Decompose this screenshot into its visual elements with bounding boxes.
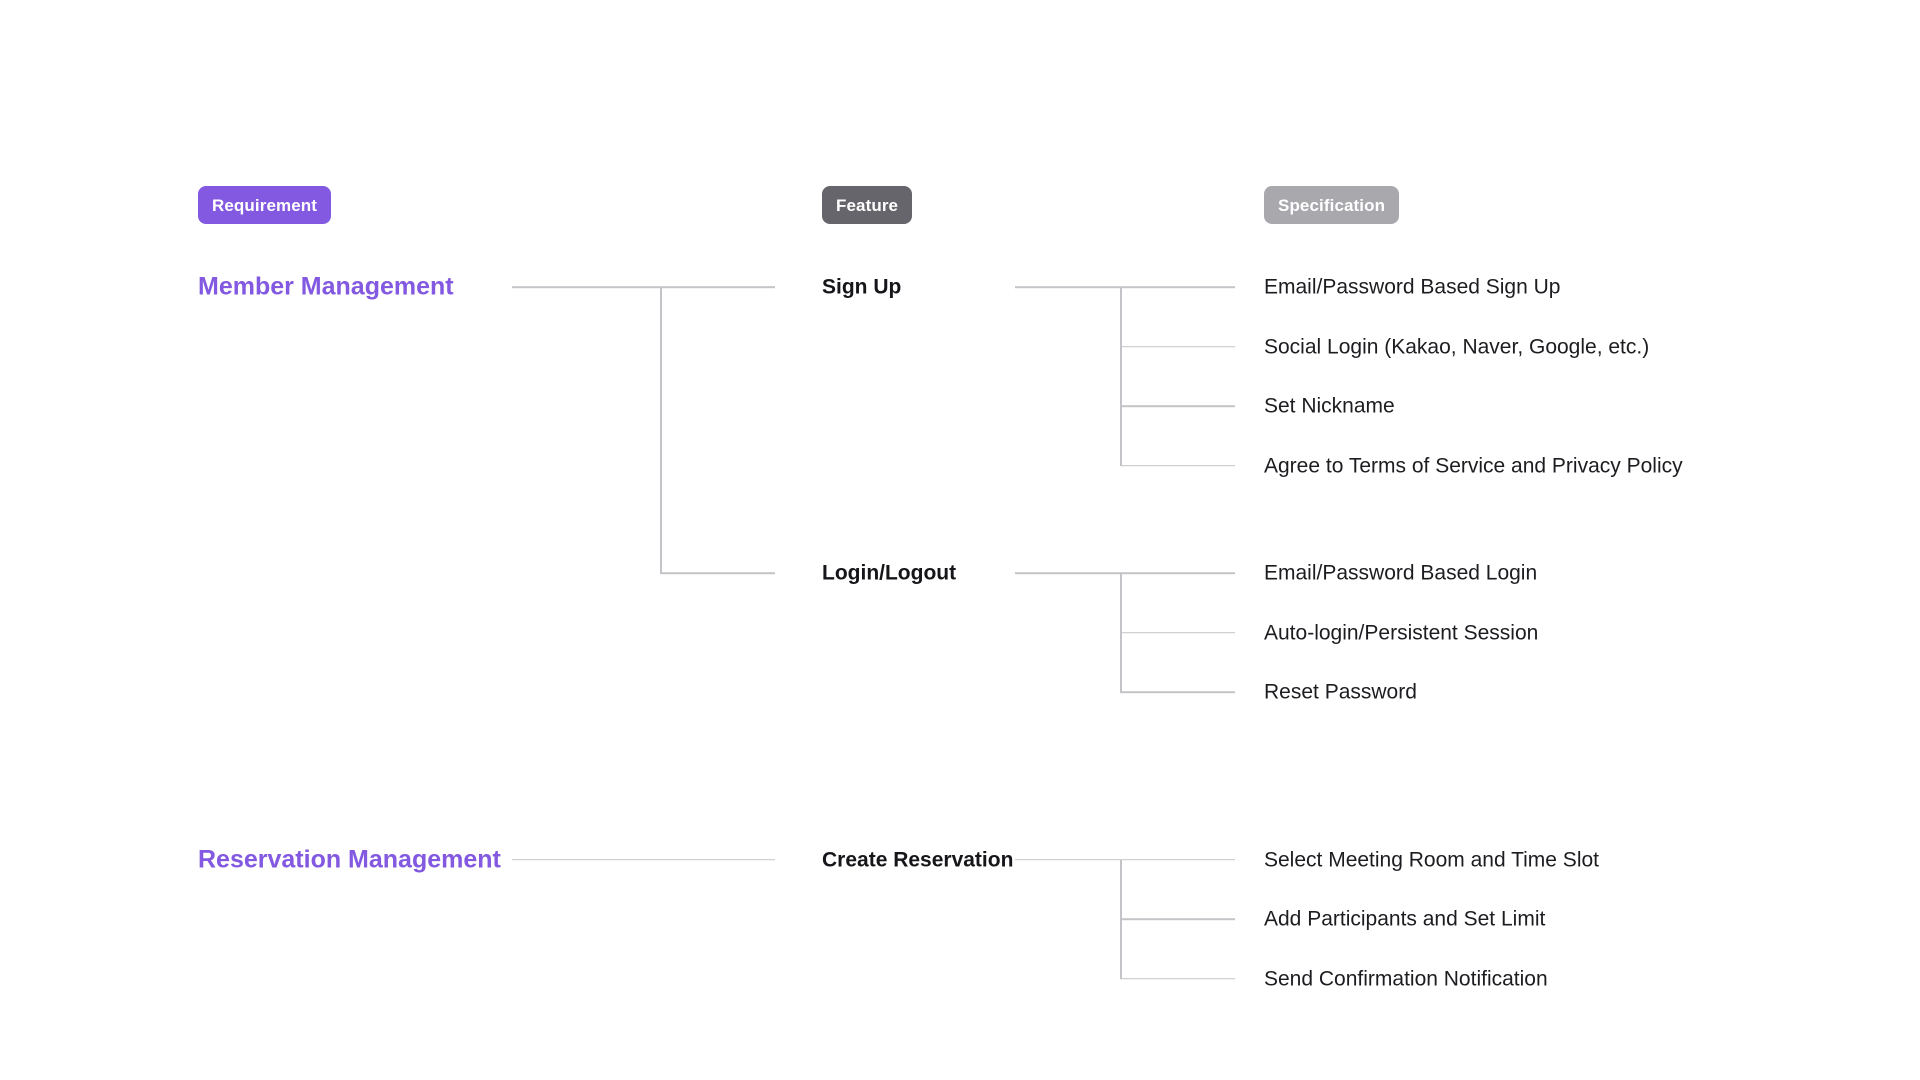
feature-node[interactable]: Create Reservation <box>822 848 1014 871</box>
connector-feature-to-specification <box>1120 977 1235 980</box>
connector-requirement-to-feature <box>660 572 775 574</box>
specification-node[interactable]: Email/Password Based Login <box>1264 561 1538 585</box>
feature-node[interactable]: Login/Logout <box>822 561 957 585</box>
connector-feature-to-specification <box>1120 464 1235 467</box>
requirement-node[interactable]: Member Management <box>198 272 454 301</box>
connector-feature-to-specification <box>1120 858 1235 861</box>
specification-node[interactable]: Auto-login/Persistent Session <box>1264 621 1539 644</box>
connector-feature-trunk <box>1120 287 1122 466</box>
specification-node[interactable]: Set Nickname <box>1264 394 1395 418</box>
connector-feature-to-specification <box>1120 631 1235 634</box>
connector-feature-trunk <box>1120 859 1122 979</box>
connector-feature-stub <box>1015 572 1120 574</box>
specification-node[interactable]: Reset Password <box>1264 680 1417 704</box>
specification-node[interactable]: Select Meeting Room and Time Slot <box>1264 848 1599 871</box>
connector-feature-to-specification <box>1120 572 1235 574</box>
connector-feature-to-specification <box>1120 405 1235 407</box>
specification-node[interactable]: Add Participants and Set Limit <box>1264 907 1546 931</box>
connector-feature-stub <box>1015 286 1120 288</box>
connector-requirement-stub <box>512 286 660 288</box>
connector-feature-to-specification <box>1120 286 1235 288</box>
column-header-feature: Feature <box>822 186 913 224</box>
connector-requirement-to-feature <box>512 858 775 861</box>
specification-node[interactable]: Agree to Terms of Service and Privacy Po… <box>1264 454 1683 477</box>
column-header-specification: Specification <box>1264 186 1400 224</box>
connector-requirement-to-feature <box>660 286 775 288</box>
specification-node[interactable]: Social Login (Kakao, Naver, Google, etc.… <box>1264 335 1650 358</box>
specification-node[interactable]: Email/Password Based Sign Up <box>1264 275 1561 299</box>
connector-feature-to-specification <box>1120 345 1235 348</box>
requirement-node[interactable]: Reservation Management <box>198 845 501 873</box>
connector-requirement-trunk <box>660 287 662 573</box>
connector-feature-to-specification <box>1120 691 1235 693</box>
connector-feature-stub <box>1015 858 1120 861</box>
connector-feature-to-specification <box>1120 918 1235 920</box>
feature-node[interactable]: Sign Up <box>822 275 902 299</box>
specification-node[interactable]: Send Confirmation Notification <box>1264 967 1548 990</box>
connector-feature-trunk <box>1120 573 1122 692</box>
column-header-requirement: Requirement <box>198 186 332 224</box>
